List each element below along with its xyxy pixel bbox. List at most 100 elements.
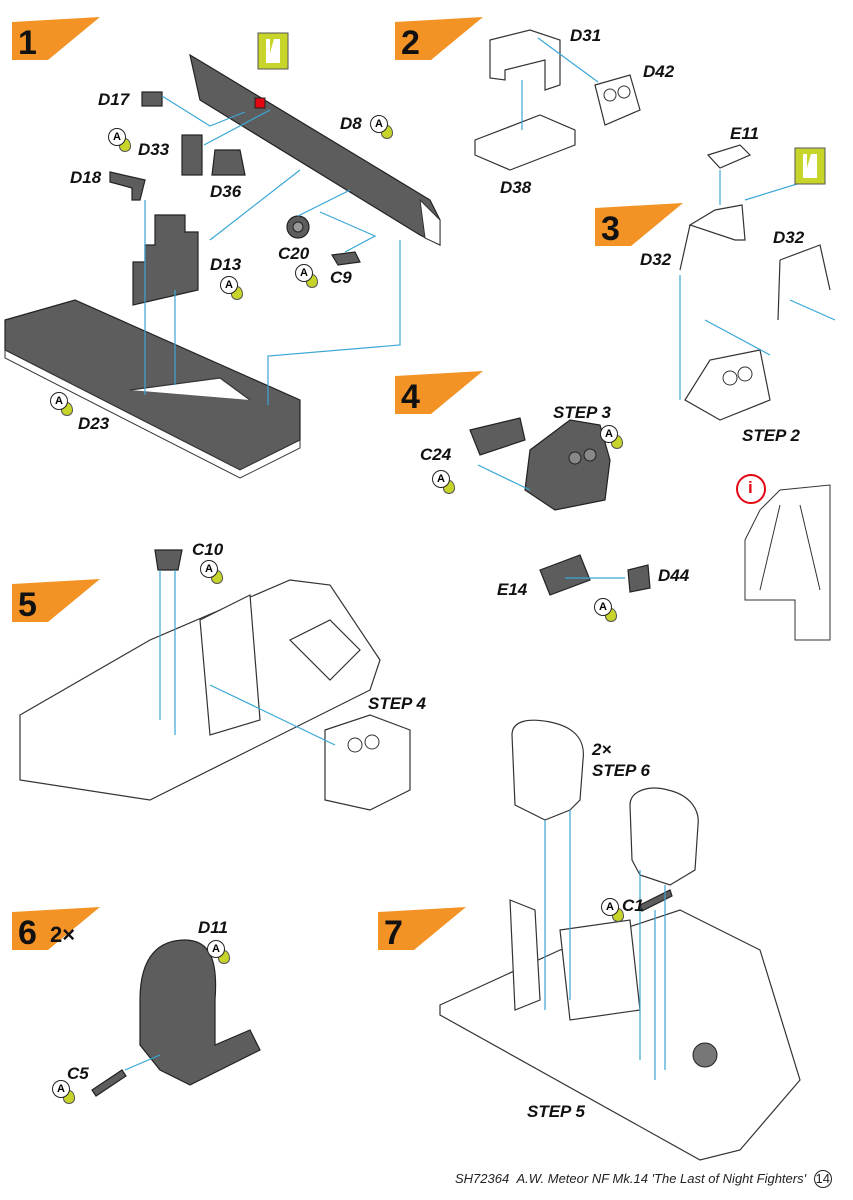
step4-assembly-shape <box>324 714 411 811</box>
guide-line <box>124 1054 161 1071</box>
part-c10-shape <box>154 549 183 571</box>
step1-drawing <box>4 53 441 479</box>
guide-line <box>209 169 301 241</box>
step3-drawing <box>679 144 836 421</box>
paint-marker-letter: A <box>207 940 225 958</box>
floor-edge <box>4 349 301 479</box>
part-d38-shape <box>474 114 576 171</box>
label-e11: E11 <box>730 124 759 143</box>
cement-marker-icon <box>794 147 826 185</box>
guide-line <box>319 211 377 253</box>
footer-title: A.W. Meteor NF Mk.14 'The Last of Night … <box>516 1171 807 1186</box>
part-d33-shape <box>181 134 203 176</box>
paint-marker-letter: A <box>200 560 218 578</box>
info-view-detail <box>759 504 821 591</box>
step-5-number: 5 <box>18 586 37 624</box>
seat-right-shape <box>629 787 699 886</box>
step-flag-4 <box>395 371 483 414</box>
label-d11: D11 <box>198 918 228 937</box>
label-d31: D31 <box>570 26 602 45</box>
paint-marker-letter: A <box>108 128 126 146</box>
label-c9: C9 <box>330 268 352 287</box>
label-d38: D38 <box>500 178 532 197</box>
guide-line <box>267 240 401 405</box>
label-d18: D18 <box>70 168 102 187</box>
label-seat-multiplier: 2× <box>592 740 612 759</box>
step-6-multiplier: 2× <box>50 922 76 947</box>
step6-drawing <box>91 939 261 1097</box>
paint-marker-letter: A <box>594 598 612 616</box>
guide-line <box>209 684 336 746</box>
paint-marker-icon: A <box>295 264 319 290</box>
label-step6-ref: STEP 6 <box>592 761 650 780</box>
part-d18-shape <box>109 171 146 201</box>
part-d17-shape <box>141 91 163 107</box>
paint-marker-letter: A <box>601 898 619 916</box>
label-d32-right: D32 <box>773 228 805 247</box>
label-d42: D42 <box>643 62 675 81</box>
guide-line <box>704 319 771 356</box>
paint-marker-icon: A <box>108 128 132 154</box>
cement-markers <box>257 32 826 185</box>
paint-marker-letter: A <box>370 115 388 133</box>
part-e11-shape <box>706 144 752 169</box>
label-d23: D23 <box>78 414 110 433</box>
paint-marker-icon: A <box>432 470 456 496</box>
tub-seat-well <box>288 619 361 681</box>
cockpit-tub-shape <box>19 579 381 801</box>
part-d13-shape <box>132 214 199 306</box>
part-c5-shape <box>91 1069 127 1097</box>
paint-marker-icon: A <box>207 940 231 966</box>
step5-drawing <box>19 549 411 811</box>
step-3-number: 3 <box>601 210 620 248</box>
paint-marker-icon: A <box>52 1080 76 1106</box>
info-icon: i <box>748 478 753 497</box>
gauge-cluster <box>692 1042 718 1068</box>
label-d8: D8 <box>340 114 362 133</box>
step-1-number: 1 <box>18 24 37 62</box>
step3-assembly-shape <box>524 419 611 511</box>
gauge-dial <box>583 448 597 462</box>
label-step5-ref: STEP 5 <box>527 1102 585 1121</box>
paint-marker-letter: A <box>52 1080 70 1098</box>
label-d33: D33 <box>138 140 170 159</box>
paint-marker-icon: A <box>600 425 624 451</box>
gauge-dial <box>603 88 617 102</box>
part-d42-shape <box>594 74 641 126</box>
step4-drawing <box>469 417 831 641</box>
paint-marker-letter: A <box>295 264 313 282</box>
label-c1: C1 <box>622 896 644 915</box>
guide-line <box>477 464 531 491</box>
guide-line <box>297 189 351 217</box>
step2-drawing <box>474 29 641 171</box>
guide-line <box>203 109 271 146</box>
label-c5: C5 <box>67 1064 89 1083</box>
paint-marker-icon: A <box>50 392 74 418</box>
part-c20-hub <box>292 221 304 233</box>
step-flag-2 <box>395 17 483 60</box>
step-flag-5 <box>12 579 100 622</box>
footer-code: SH72364 <box>455 1171 510 1186</box>
gauge-dial <box>737 366 753 382</box>
label-d32-left: D32 <box>640 250 672 269</box>
tub-bulkhead <box>199 594 261 736</box>
label-c20: C20 <box>278 244 310 263</box>
floor-detail <box>129 377 251 401</box>
paint-marker-icon: A <box>370 115 394 141</box>
step-flag-3 <box>595 203 683 246</box>
step-flag-1 <box>12 17 100 60</box>
step-flag-7 <box>378 907 466 950</box>
part-c9-shape <box>331 251 361 266</box>
part-d32-left <box>679 204 746 271</box>
gauge-dial <box>347 737 363 753</box>
gauge-dial <box>617 85 631 99</box>
paint-marker-icon: A <box>594 598 618 624</box>
gauge-dial <box>722 370 738 386</box>
step7-drawing <box>439 719 801 1161</box>
page-footer: SH72364 A.W. Meteor NF Mk.14 'The Last o… <box>455 1170 832 1188</box>
part-d31-shape <box>489 29 561 91</box>
part-d44-shape <box>627 564 651 593</box>
label-step2-ref: STEP 2 <box>742 426 800 445</box>
